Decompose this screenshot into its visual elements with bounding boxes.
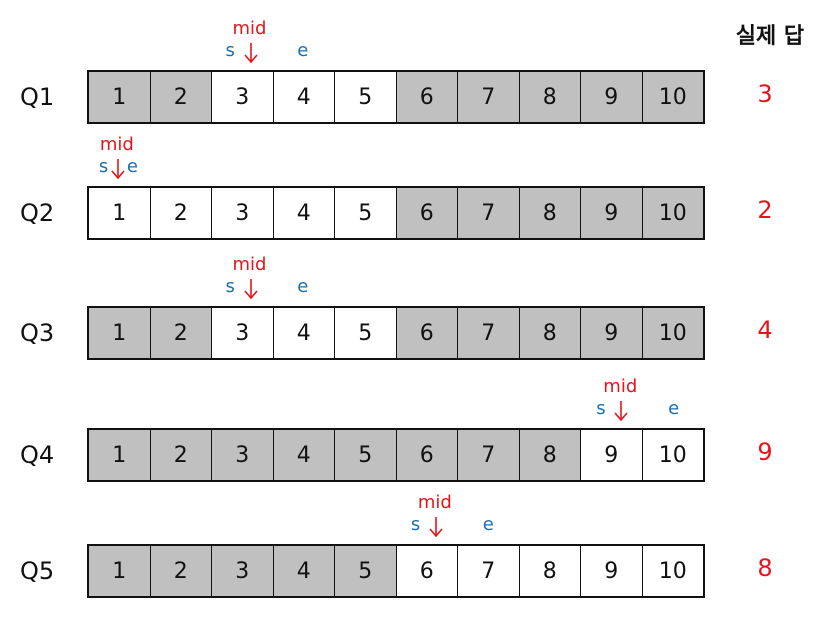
- answer-column-header: 실제 답: [735, 24, 805, 49]
- s-pointer-label: s: [225, 40, 235, 61]
- array-cell: 6: [396, 430, 458, 480]
- array-cell: 4: [273, 72, 335, 122]
- array-cell: 4: [273, 430, 335, 480]
- mid-arrow-icon: [243, 279, 258, 300]
- actual-answer: 9: [757, 438, 773, 466]
- array-cell: 5: [335, 188, 397, 238]
- mid-arrow-icon: [614, 401, 628, 422]
- array-cell: 2: [150, 546, 212, 596]
- array-cell: 9: [581, 72, 643, 122]
- array-cell: 8: [519, 188, 581, 238]
- array-cell: 10: [642, 546, 703, 596]
- mid-pointer-label: mid: [232, 254, 267, 275]
- array-cell: 6: [396, 308, 458, 358]
- array-cell: 3: [212, 188, 274, 238]
- array-cell: 3: [212, 72, 274, 122]
- array-cell: 5: [335, 308, 397, 358]
- array-cell: 10: [642, 308, 703, 358]
- query-label: Q1: [20, 83, 55, 111]
- mid-pointer-label: mid: [232, 18, 267, 39]
- mid-arrow-icon: [111, 159, 125, 180]
- array-cell: 2: [150, 430, 212, 480]
- array-cell: 7: [458, 308, 520, 358]
- array-cell: 2: [150, 308, 212, 358]
- query-label: Q3: [20, 319, 55, 347]
- array-cell: 1: [89, 188, 151, 238]
- array-cell: 9: [581, 308, 643, 358]
- array-cell: 3: [212, 546, 274, 596]
- array-cell: 1: [89, 72, 151, 122]
- e-pointer-label: e: [297, 40, 309, 61]
- array-cell: 9: [581, 430, 643, 480]
- s-pointer-label: s: [98, 156, 109, 177]
- array-cell: 4: [273, 188, 335, 238]
- e-pointer-label: e: [482, 514, 494, 535]
- mid-pointer-label: mid: [99, 134, 134, 155]
- array-cell: 10: [642, 72, 703, 122]
- array-cell: 3: [212, 308, 274, 358]
- array-cell: 4: [273, 546, 335, 596]
- array-cell: 5: [335, 72, 397, 122]
- array-cell: 7: [458, 546, 520, 596]
- array-cell: 8: [519, 546, 581, 596]
- array-cell: 3: [212, 430, 274, 480]
- array-cell: 8: [519, 72, 581, 122]
- array-cell: 1: [89, 308, 151, 358]
- array-cell: 9: [581, 188, 643, 238]
- e-pointer-label: e: [668, 398, 680, 419]
- array-cell: 10: [642, 430, 703, 480]
- array-cell: 1: [89, 546, 151, 596]
- array-cell: 7: [458, 430, 520, 480]
- mid-pointer-label: mid: [603, 376, 638, 397]
- s-pointer-label: s: [225, 276, 235, 297]
- e-pointer-label: e: [297, 276, 309, 297]
- array-cell: 10: [642, 188, 703, 238]
- actual-answer: 8: [757, 554, 773, 582]
- array-cell: 2: [150, 188, 212, 238]
- array-cell: 6: [396, 188, 458, 238]
- e-pointer-label: e: [126, 156, 138, 177]
- array-cell: 1: [89, 430, 151, 480]
- array-cell: 8: [519, 308, 581, 358]
- s-pointer-label: s: [410, 514, 421, 535]
- array-cell: 6: [396, 72, 458, 122]
- array-cell: 9: [581, 546, 643, 596]
- array-cell: 6: [396, 546, 458, 596]
- mid-arrow-icon: [243, 43, 258, 64]
- array-cell: 5: [335, 430, 397, 480]
- query-label: Q2: [20, 199, 55, 227]
- array-cell: 4: [273, 308, 335, 358]
- array-cell: 7: [458, 188, 520, 238]
- array-cell: 5: [335, 546, 397, 596]
- actual-answer: 2: [757, 196, 773, 224]
- query-label: Q4: [20, 441, 55, 469]
- s-pointer-label: s: [596, 398, 606, 419]
- array-cell: 8: [519, 430, 581, 480]
- array-cell: 2: [150, 72, 212, 122]
- mid-arrow-icon: [429, 517, 443, 538]
- actual-answer: 3: [757, 80, 773, 108]
- mid-pointer-label: mid: [417, 492, 452, 513]
- array-cell: 7: [458, 72, 520, 122]
- query-label: Q5: [20, 557, 55, 585]
- actual-answer: 4: [757, 316, 773, 344]
